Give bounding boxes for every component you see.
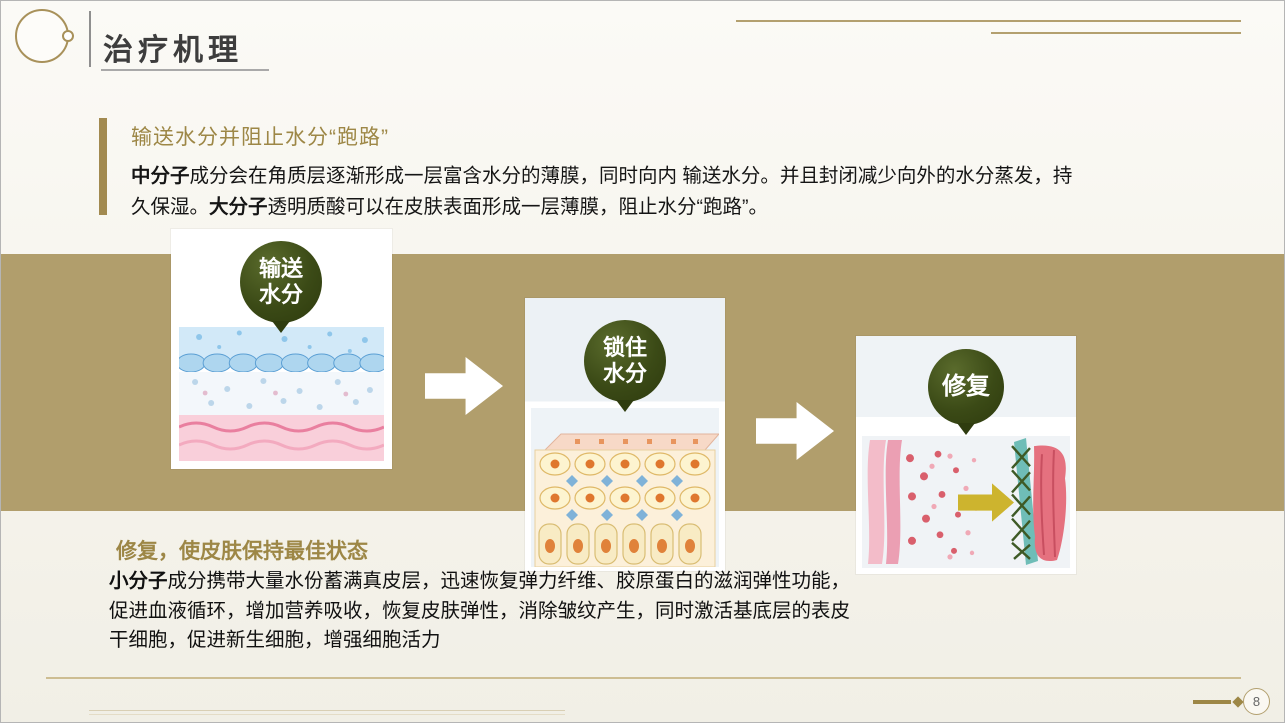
badge-label-line2: 水分 bbox=[602, 361, 647, 386]
page-title: 治疗机理 bbox=[103, 34, 243, 67]
footer-accent-dash bbox=[1193, 700, 1231, 704]
top-right-line-2 bbox=[991, 32, 1241, 34]
badge-tail-icon bbox=[957, 423, 975, 435]
ring-logo-icon bbox=[15, 9, 69, 63]
badge-label-line1: 锁住 bbox=[602, 335, 647, 361]
step-card-lock: 锁住 水分 bbox=[525, 298, 725, 571]
footer-line bbox=[46, 677, 1241, 679]
header-divider bbox=[89, 11, 91, 67]
badge-tail-icon bbox=[272, 321, 290, 333]
bottom-left-line-1 bbox=[89, 710, 565, 711]
section1-heading: 输送水分并阻止水分“跑路” bbox=[131, 126, 389, 149]
step-badge-lock: 锁住 水分 bbox=[584, 320, 666, 412]
page-number-badge: 8 bbox=[1243, 688, 1270, 715]
badge-label-line1: 修复 bbox=[942, 372, 990, 400]
section1-bold-term-2: 大分子 bbox=[209, 195, 268, 218]
step-badge-repair: 修复 bbox=[928, 349, 1004, 435]
section1-paragraph: 中分子成分会在角质层逐渐形成一层富含水分的薄膜，同时向内 输送水分。并且封闭减少… bbox=[131, 161, 1083, 223]
step-card-repair: 修复 bbox=[856, 336, 1076, 574]
small-ring-icon bbox=[62, 30, 74, 42]
skin-cross-section-image-3 bbox=[862, 436, 1070, 568]
badge-tail-icon bbox=[616, 400, 634, 412]
skin-cross-section-image-1 bbox=[179, 327, 384, 461]
section2-bold-term: 小分子 bbox=[109, 570, 168, 592]
section1-text-1: 成分会在角质层逐渐形成一层富含水分的薄膜，同时向内 输送水分。并且封闭减少向外的… bbox=[131, 165, 1073, 218]
section1-text-2: 透明质酸可以在皮肤表面形成一层薄膜，阻止水分“跑路”。 bbox=[267, 195, 769, 218]
section2-heading: 修复，使皮肤保持最佳状态 bbox=[116, 540, 368, 563]
badge-label-line1: 输送 bbox=[258, 256, 303, 282]
title-underline bbox=[101, 69, 269, 71]
step-card-transport: 输送 水分 bbox=[171, 229, 392, 469]
logo bbox=[15, 9, 74, 63]
badge-label-line2: 水分 bbox=[258, 282, 303, 307]
section2-paragraph: 小分子成分携带大量水份蓄满真皮层，迅速恢复弹力纤维、胶原蛋白的滋润弹性功能，促进… bbox=[109, 567, 851, 656]
section1-bold-term-1: 中分子 bbox=[131, 165, 190, 187]
step-badge-transport: 输送 水分 bbox=[240, 241, 322, 333]
top-right-line-1 bbox=[736, 20, 1241, 22]
footer-diamond-icon bbox=[1232, 696, 1244, 708]
section1-accent-bar bbox=[99, 118, 107, 215]
skin-cross-section-image-2 bbox=[531, 408, 719, 567]
section2-text: 成分携带大量水份蓄满真皮层，迅速恢复弹力纤维、胶原蛋白的滋润弹性功能，促进血液循… bbox=[109, 570, 851, 652]
bottom-left-line-2 bbox=[89, 714, 565, 715]
